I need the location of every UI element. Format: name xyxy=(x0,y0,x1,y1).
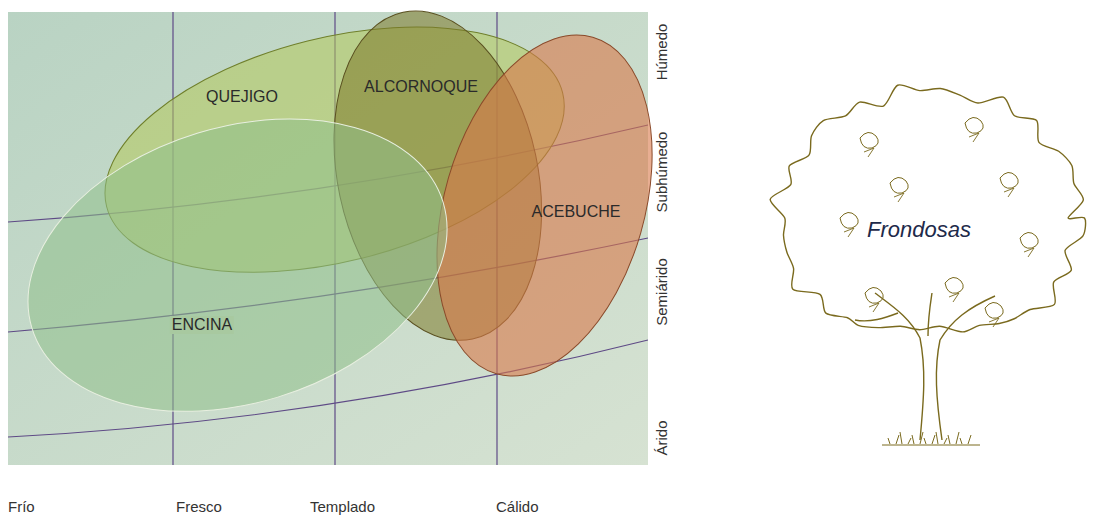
climate-ellipse xyxy=(28,119,447,411)
tree-outline xyxy=(770,85,1085,445)
species-label: ENCINA xyxy=(170,316,234,334)
tree-illustration: Frondosas xyxy=(770,68,1095,460)
temperature-label: Fresco xyxy=(176,498,222,515)
humidity-label: Húmedo xyxy=(653,24,670,81)
humidity-label: Semiárido xyxy=(653,258,670,326)
humidity-label: Árido xyxy=(653,420,670,455)
encina-region: ENCINA xyxy=(28,119,447,411)
species-label: QUEJIGO xyxy=(204,88,280,106)
temperature-label: Templado xyxy=(310,498,375,515)
species-label: ALCORNOQUE xyxy=(362,78,480,96)
species-label: ACEBUCHE xyxy=(530,203,623,221)
tree-drawing xyxy=(770,68,1095,460)
group-label: Frondosas xyxy=(865,217,973,243)
niche-ellipse xyxy=(0,70,484,460)
temperature-label: Frío xyxy=(8,498,35,515)
temperature-label: Cálido xyxy=(496,498,539,515)
humidity-label: Subhúmedo xyxy=(653,132,670,213)
